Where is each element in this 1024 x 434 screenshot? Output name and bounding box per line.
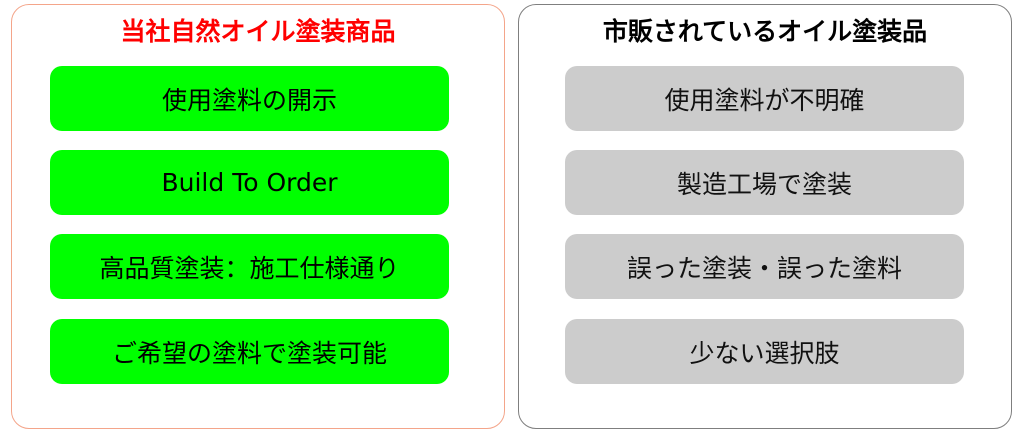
feature-build-to-order: Build To Order — [50, 150, 449, 215]
issue-unclear-paint: 使用塗料が不明確 — [565, 66, 964, 131]
our-products-panel: 当社自然オイル塗装商品 使用塗料の開示 Build To Order 高品質塗装… — [11, 4, 505, 429]
our-products-title: 当社自然オイル塗装商品 — [120, 17, 396, 46]
issue-factory-painted: 製造工場で塗装 — [565, 150, 964, 215]
issue-wrong-finish: 誤った塗装・誤った塗料 — [565, 234, 964, 299]
issue-few-options: 少ない選択肢 — [565, 319, 964, 384]
market-products-title: 市販されているオイル塗装品 — [602, 17, 928, 46]
feature-choice-of-paint: ご希望の塗料で塗装可能 — [50, 319, 449, 384]
feature-disclosed-paint: 使用塗料の開示 — [50, 66, 449, 131]
feature-high-quality-finish: 高品質塗装：施工仕様通り — [50, 234, 449, 299]
market-products-panel: 市販されているオイル塗装品 使用塗料が不明確 製造工場で塗装 誤った塗装・誤った… — [518, 4, 1012, 429]
